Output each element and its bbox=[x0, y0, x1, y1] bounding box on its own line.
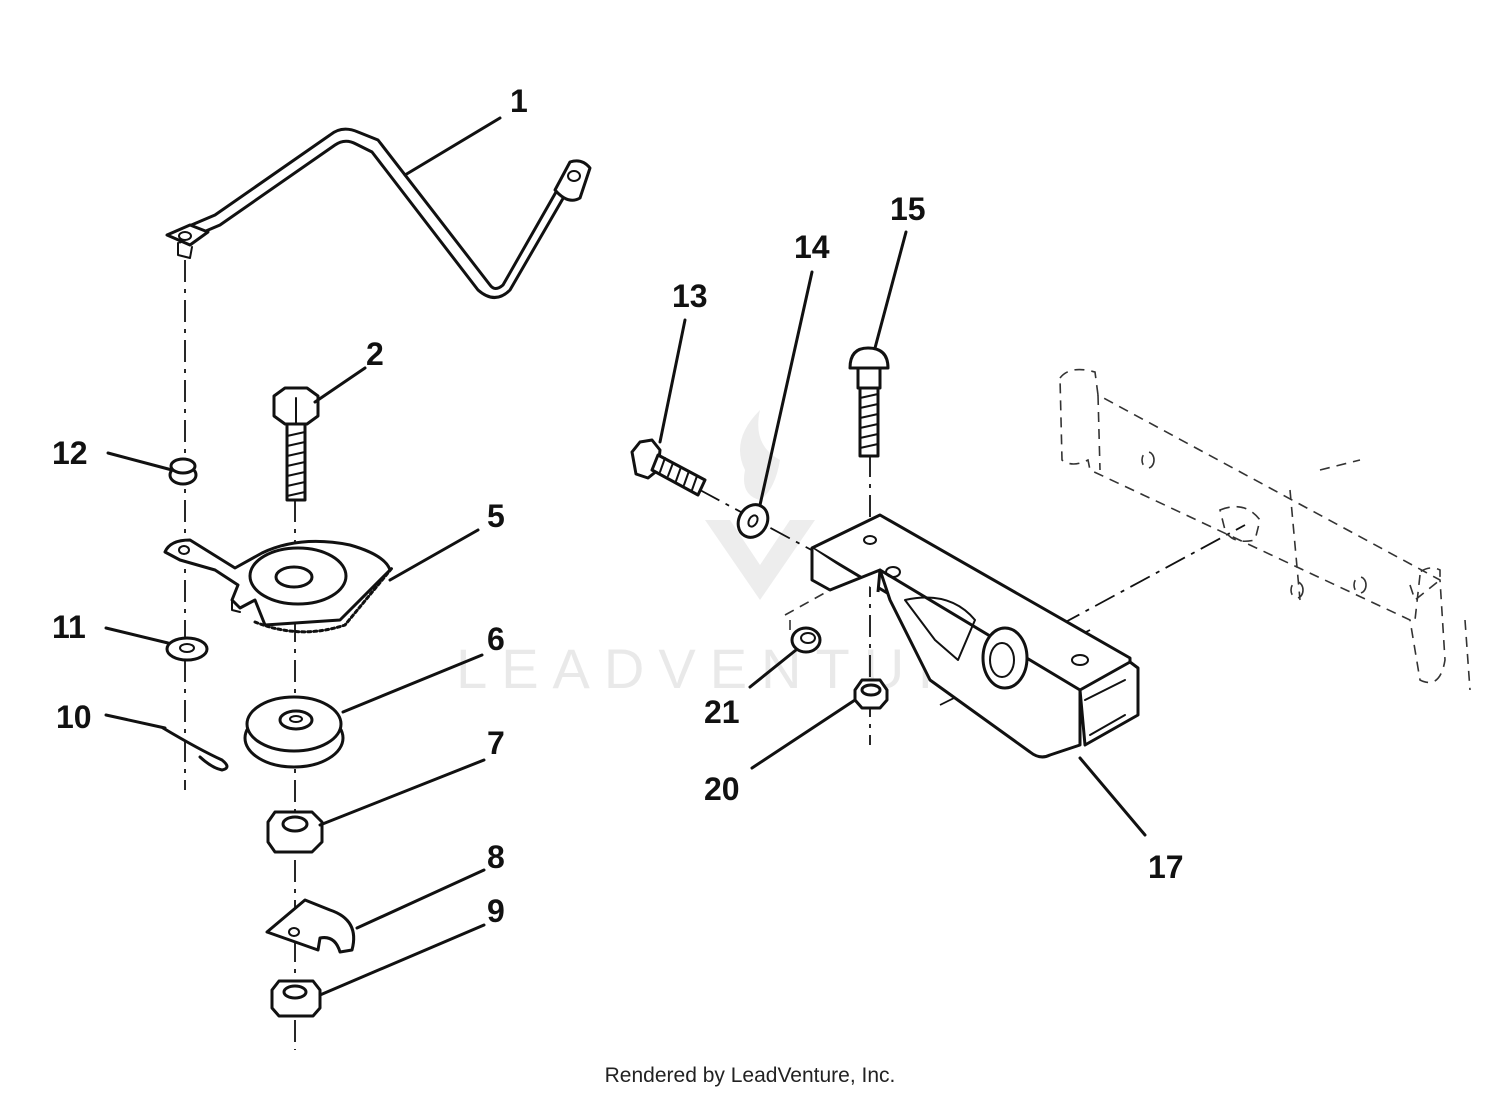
label-part-5: 5 bbox=[487, 498, 505, 534]
label-part-20: 20 bbox=[704, 771, 740, 807]
label-part-2: 2 bbox=[366, 336, 384, 372]
label-part-12: 12 bbox=[52, 435, 88, 471]
part-13-hex-bolt bbox=[630, 438, 707, 497]
label-part-1: 1 bbox=[510, 83, 528, 119]
part-8-clip bbox=[265, 898, 356, 954]
part-17-main-bracket bbox=[810, 513, 1140, 759]
part-10-cotter-pin bbox=[161, 726, 229, 772]
axis-frame bbox=[1059, 524, 1246, 626]
part-1-shift-rod bbox=[165, 127, 592, 299]
part-labels: 1 2 12 5 11 6 10 7 8 9 13 14 15 17 21 20 bbox=[52, 83, 1184, 929]
reference-frame-dashed bbox=[784, 368, 1471, 691]
label-part-9: 9 bbox=[487, 893, 505, 929]
part-12-nut bbox=[168, 457, 198, 486]
part-6-pulley bbox=[243, 695, 345, 769]
label-part-13: 13 bbox=[672, 278, 708, 314]
footer-credit: Rendered by LeadVenture, Inc. bbox=[604, 1064, 896, 1087]
part-14-washer bbox=[736, 503, 770, 539]
label-part-17: 17 bbox=[1148, 849, 1184, 885]
label-part-10: 10 bbox=[56, 699, 92, 735]
axis-bolt-13 bbox=[699, 489, 831, 561]
watermark-logo-icon bbox=[705, 410, 815, 600]
label-part-8: 8 bbox=[487, 839, 505, 875]
part-15-carriage-bolt bbox=[848, 346, 890, 458]
part-9-nut bbox=[270, 979, 322, 1018]
label-part-14: 14 bbox=[794, 229, 830, 265]
label-part-7: 7 bbox=[487, 725, 505, 761]
part-11-washer bbox=[165, 636, 209, 662]
part-5-gear-bracket bbox=[163, 538, 394, 634]
label-part-15: 15 bbox=[890, 191, 926, 227]
leader-lines bbox=[104, 116, 1147, 997]
label-part-6: 6 bbox=[487, 621, 505, 657]
watermark: LEADVENTURE bbox=[456, 410, 1010, 700]
label-part-21: 21 bbox=[704, 694, 740, 730]
part-7-nut bbox=[266, 810, 324, 854]
part-20-nut bbox=[853, 678, 889, 710]
part-21-nut bbox=[790, 626, 822, 654]
part-2-hex-bolt bbox=[272, 386, 320, 502]
label-part-11: 11 bbox=[52, 609, 86, 645]
